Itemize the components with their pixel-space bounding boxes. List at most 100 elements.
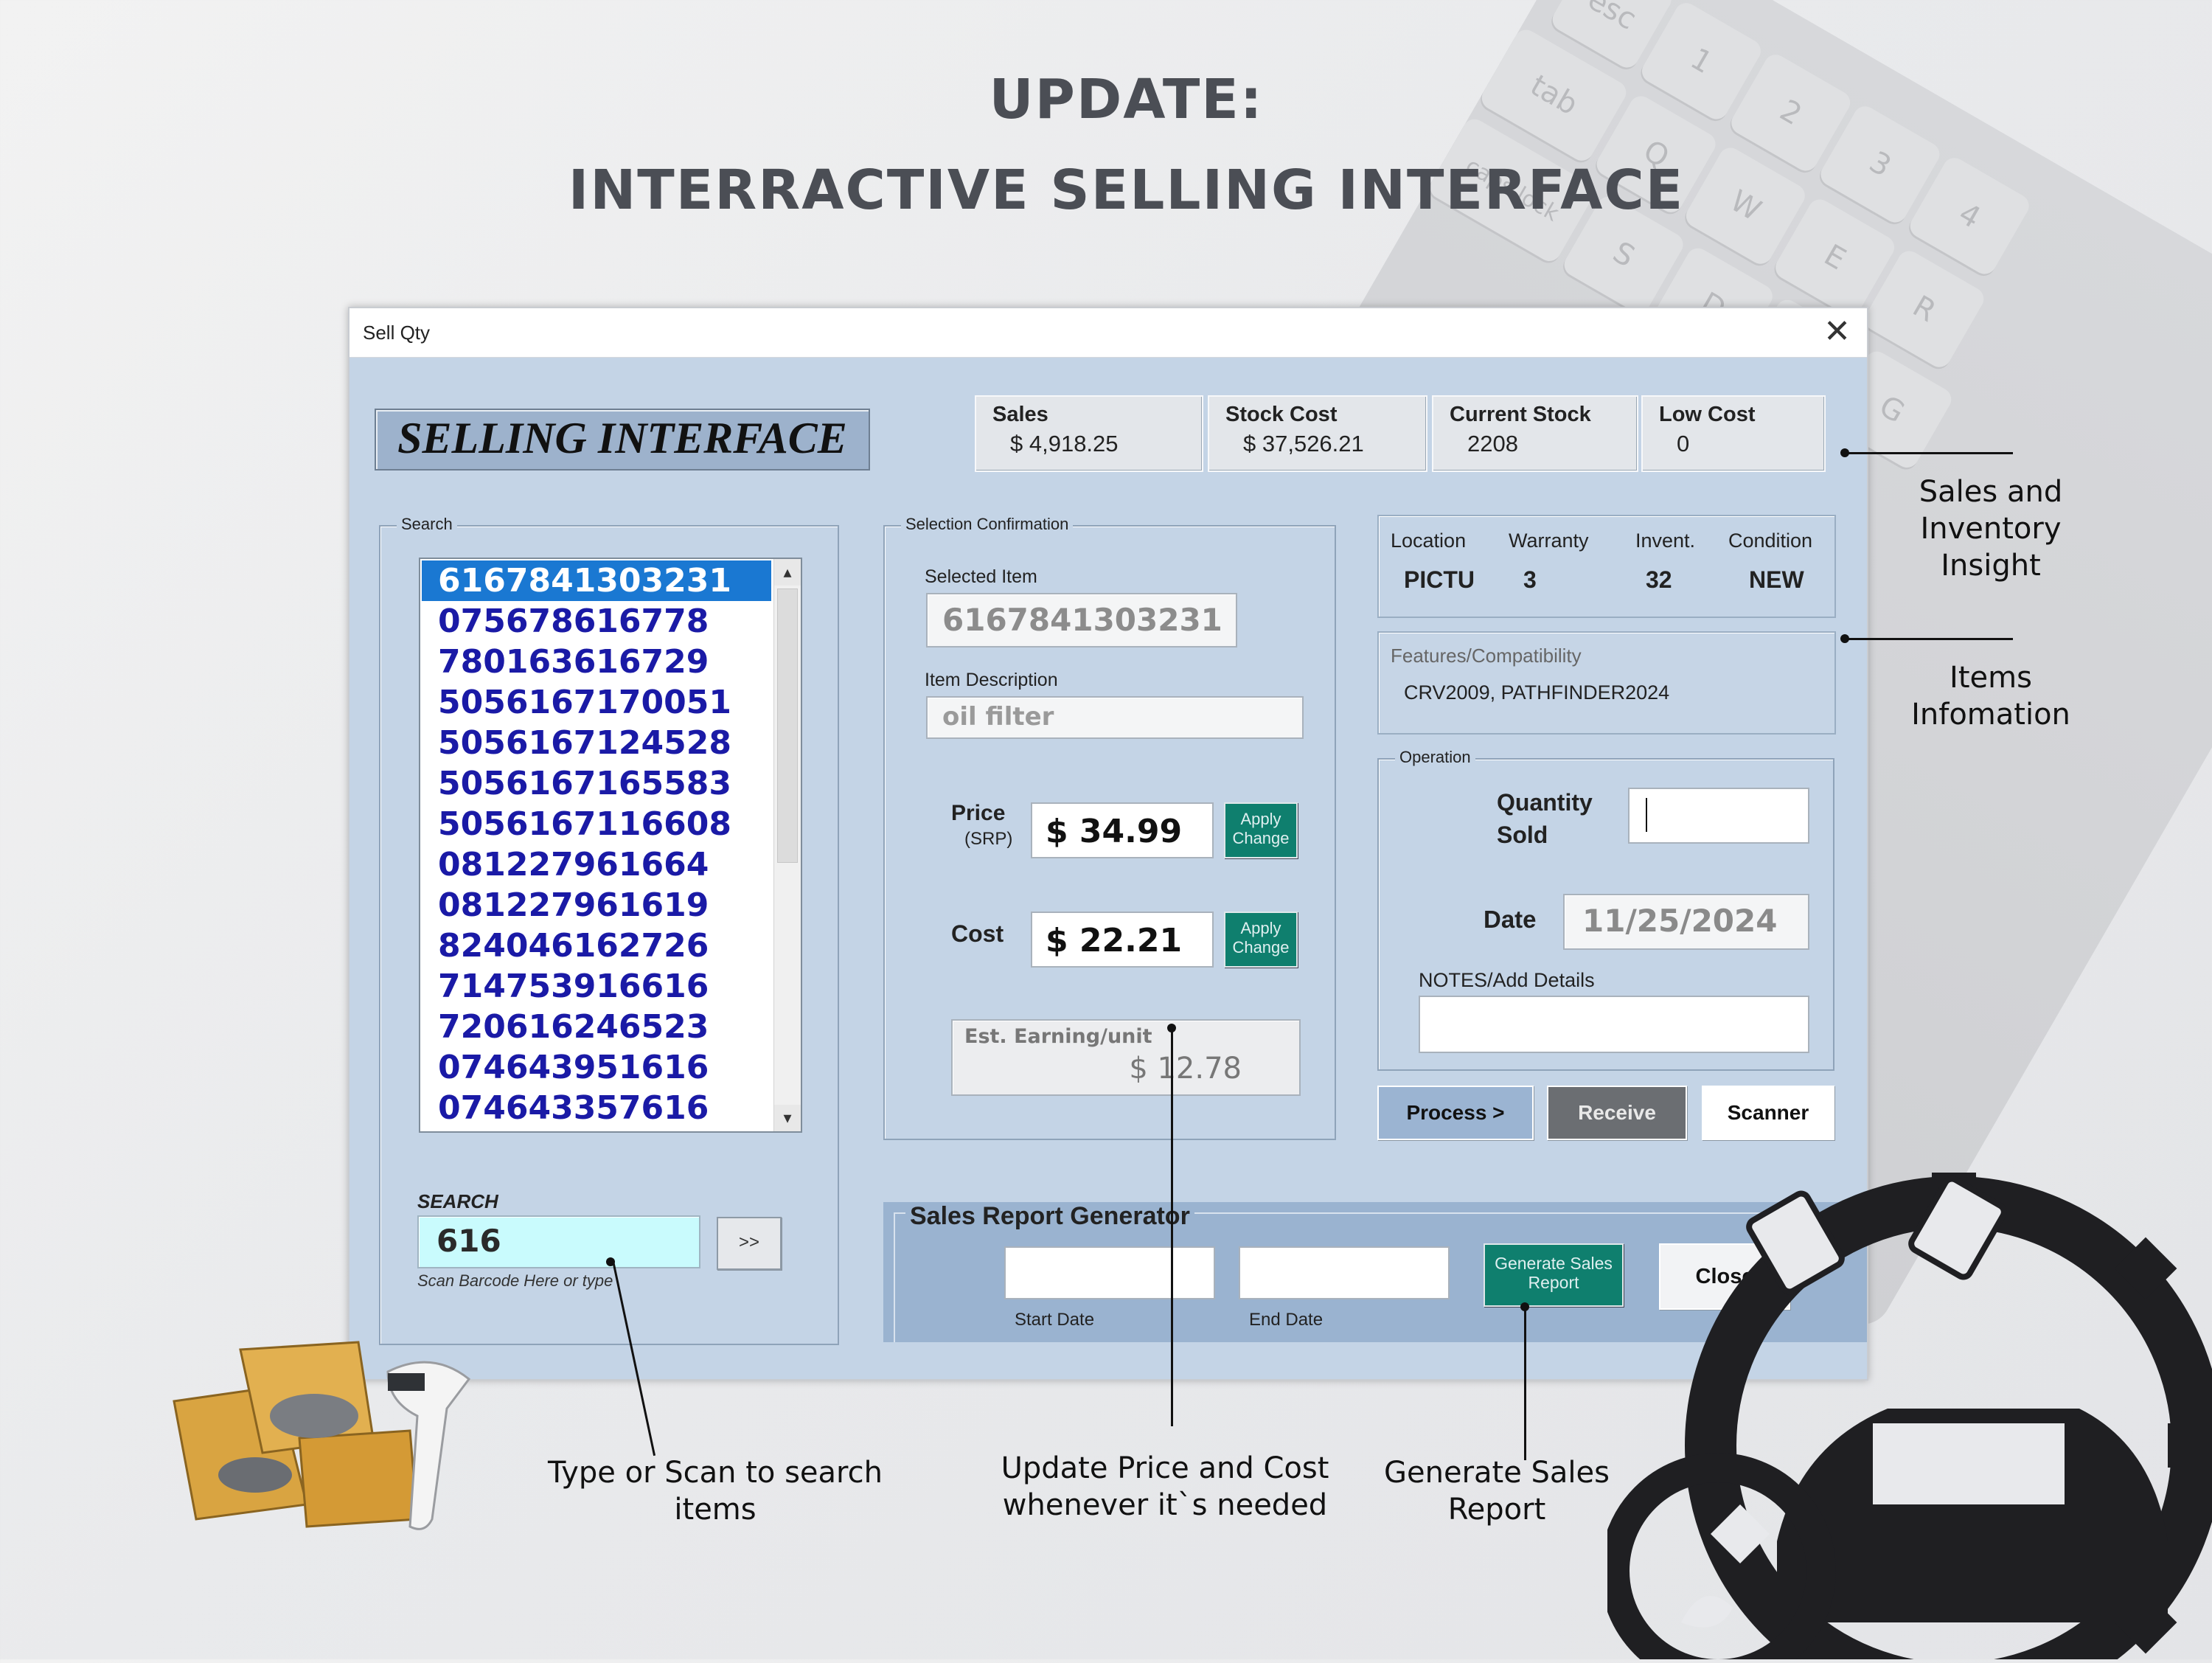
stat-value: 2208 (1467, 431, 1518, 456)
process-button[interactable]: Process > (1377, 1086, 1534, 1140)
earning-value: $ 12.78 (1129, 1052, 1242, 1086)
apply-price-button[interactable]: Apply Change (1224, 802, 1298, 858)
list-item[interactable]: 5056167165583 (438, 765, 731, 802)
annotation-search: Type or Scan to search items (548, 1456, 883, 1527)
list-scrollbar[interactable]: ▴ ▾ (773, 559, 801, 1131)
start-date-label: Start Date (1015, 1310, 1095, 1330)
date-label: Date (1484, 906, 1537, 933)
annotation-line (1171, 1028, 1173, 1426)
list-item[interactable]: 075678616778 (438, 603, 709, 640)
notes-input[interactable] (1419, 996, 1809, 1053)
search-results-list[interactable]: 6167841303231 075678616778 780163616729 … (419, 558, 802, 1133)
apply-cost-button[interactable]: Apply Change (1224, 912, 1298, 968)
price-input[interactable]: $ 34.99 (1031, 802, 1214, 858)
quantity-label: Quantity (1497, 789, 1593, 816)
earning-field: Est. Earning/unit $ 12.78 (951, 1019, 1301, 1096)
scroll-up-icon[interactable]: ▴ (774, 559, 801, 586)
location-value: PICTU (1404, 566, 1475, 593)
selected-item-value: 6167841303231 (942, 602, 1222, 638)
selection-confirmation-frame: Selection Confirmation (883, 515, 1336, 1140)
features-value: CRV2009, PATHFINDER2024 (1404, 681, 1670, 704)
annotation-line (1524, 1305, 1526, 1460)
search-input-value: 616 (437, 1223, 501, 1259)
list-item[interactable]: 5056167124528 (438, 724, 731, 762)
stat-value: $ 4,918.25 (1010, 431, 1119, 456)
list-item[interactable]: 720616246523 (438, 1008, 709, 1046)
list-item[interactable]: 5056167170051 (438, 684, 731, 721)
list-item[interactable]: 780163616729 (438, 643, 709, 681)
list-item[interactable]: 081227961664 (438, 846, 709, 883)
banner-text: SELLING INTERFACE (397, 414, 847, 462)
stat-current-stock: Current Stock 2208 (1432, 395, 1638, 472)
header-subtitle: INTERRACTIVE SELLING INTERFACE (568, 159, 1685, 222)
warranty-value: 3 (1523, 566, 1537, 593)
start-date-input[interactable] (1004, 1246, 1215, 1299)
annotation-items-info: Items Infomation (1911, 661, 2070, 732)
end-date-label: End Date (1249, 1310, 1324, 1330)
list-item[interactable]: 074643951616 (438, 1049, 709, 1086)
header-title: UPDATE: (989, 68, 1264, 131)
list-item[interactable]: 714753916616 (438, 968, 709, 1005)
stat-sales: Sales $ 4,918.25 (975, 395, 1203, 472)
features-label: Features/Compatibility (1391, 645, 1582, 667)
stat-value: 0 (1677, 431, 1690, 456)
list-item[interactable]: 5056167116608 (438, 805, 731, 843)
annotation-dot (1840, 634, 1849, 643)
list-item[interactable]: 824046162726 (438, 927, 709, 965)
notes-label: NOTES/Add Details (1419, 969, 1595, 991)
quantity-label-2: Sold (1497, 822, 1548, 848)
price-label: Price (951, 801, 1006, 825)
end-date-input[interactable] (1239, 1246, 1450, 1299)
annotation-sales-insight: Sales and Inventory Insight (1919, 475, 2063, 583)
list-item[interactable]: 081227961619 (438, 886, 709, 924)
condition-value: NEW (1749, 566, 1804, 593)
cost-value: $ 22.21 (1046, 922, 1183, 959)
annotation-line (1843, 452, 2013, 454)
cost-label: Cost (951, 920, 1004, 947)
stat-label: Stock Cost (1225, 403, 1338, 426)
sell-qty-window: Sell Qty ✕ SELLING INTERFACE Sales $ 4,9… (348, 307, 1868, 1381)
stat-value: $ 37,526.21 (1243, 431, 1364, 456)
stat-low-cost: Low Cost 0 (1641, 395, 1826, 472)
list-item[interactable]: 074643357616 (438, 1089, 709, 1127)
text-cursor (1646, 798, 1647, 832)
scanner-button[interactable]: Scanner (1702, 1086, 1834, 1140)
price-value: $ 34.99 (1046, 813, 1183, 850)
close-icon[interactable]: ✕ (1823, 313, 1851, 350)
stat-label: Sales (992, 403, 1048, 426)
inventory-value: 32 (1646, 566, 1672, 593)
boxes-scanner-illustration (167, 1327, 513, 1534)
search-frame-label: Search (397, 515, 457, 534)
earning-label: Est. Earning/unit (964, 1025, 1152, 1048)
title-bar: Sell Qty ✕ (349, 308, 1867, 358)
info-header: Location (1391, 530, 1467, 552)
receive-button[interactable]: Receive (1547, 1086, 1687, 1140)
cost-input[interactable]: $ 22.21 (1031, 912, 1214, 968)
selection-frame-label: Selection Confirmation (901, 515, 1074, 534)
gear-car-logo (1600, 1062, 2212, 1663)
list-item[interactable]: 6167841303231 (422, 560, 771, 601)
selected-item-label: Selected Item (925, 566, 1037, 587)
scrollbar-thumb[interactable] (777, 589, 798, 863)
scroll-down-icon[interactable]: ▾ (774, 1105, 801, 1131)
annotation-dot (1840, 448, 1849, 457)
date-input[interactable]: 11/25/2024 (1563, 894, 1809, 950)
search-input[interactable]: 616 (417, 1215, 700, 1268)
search-frame: Search (379, 515, 839, 1345)
report-title: Sales Report Generator (905, 1202, 1194, 1231)
quantity-sold-input[interactable] (1628, 788, 1809, 844)
search-hint: Scan Barcode Here or type (417, 1271, 613, 1290)
sales-report-panel: Sales Report Generator Start Date End Da… (883, 1202, 1867, 1342)
info-header: Condition (1728, 530, 1813, 552)
item-description-field: oil filter (926, 696, 1304, 739)
stat-label: Current Stock (1450, 403, 1591, 426)
generate-sales-report-button[interactable]: Generate Sales Report (1484, 1243, 1624, 1307)
price-sub-label: (SRP) (964, 829, 1013, 849)
info-header: Invent. (1635, 530, 1696, 552)
info-header: Warranty (1509, 530, 1589, 552)
annotation-price: Update Price and Cost whenever it`s need… (1001, 1451, 1329, 1522)
item-info-panel: Location Warranty Invent. Condition PICT… (1377, 515, 1836, 618)
search-go-button[interactable]: >> (717, 1217, 782, 1270)
annotation-report: Generate Sales Report (1384, 1456, 1610, 1527)
report-frame-border (894, 1212, 1867, 1342)
